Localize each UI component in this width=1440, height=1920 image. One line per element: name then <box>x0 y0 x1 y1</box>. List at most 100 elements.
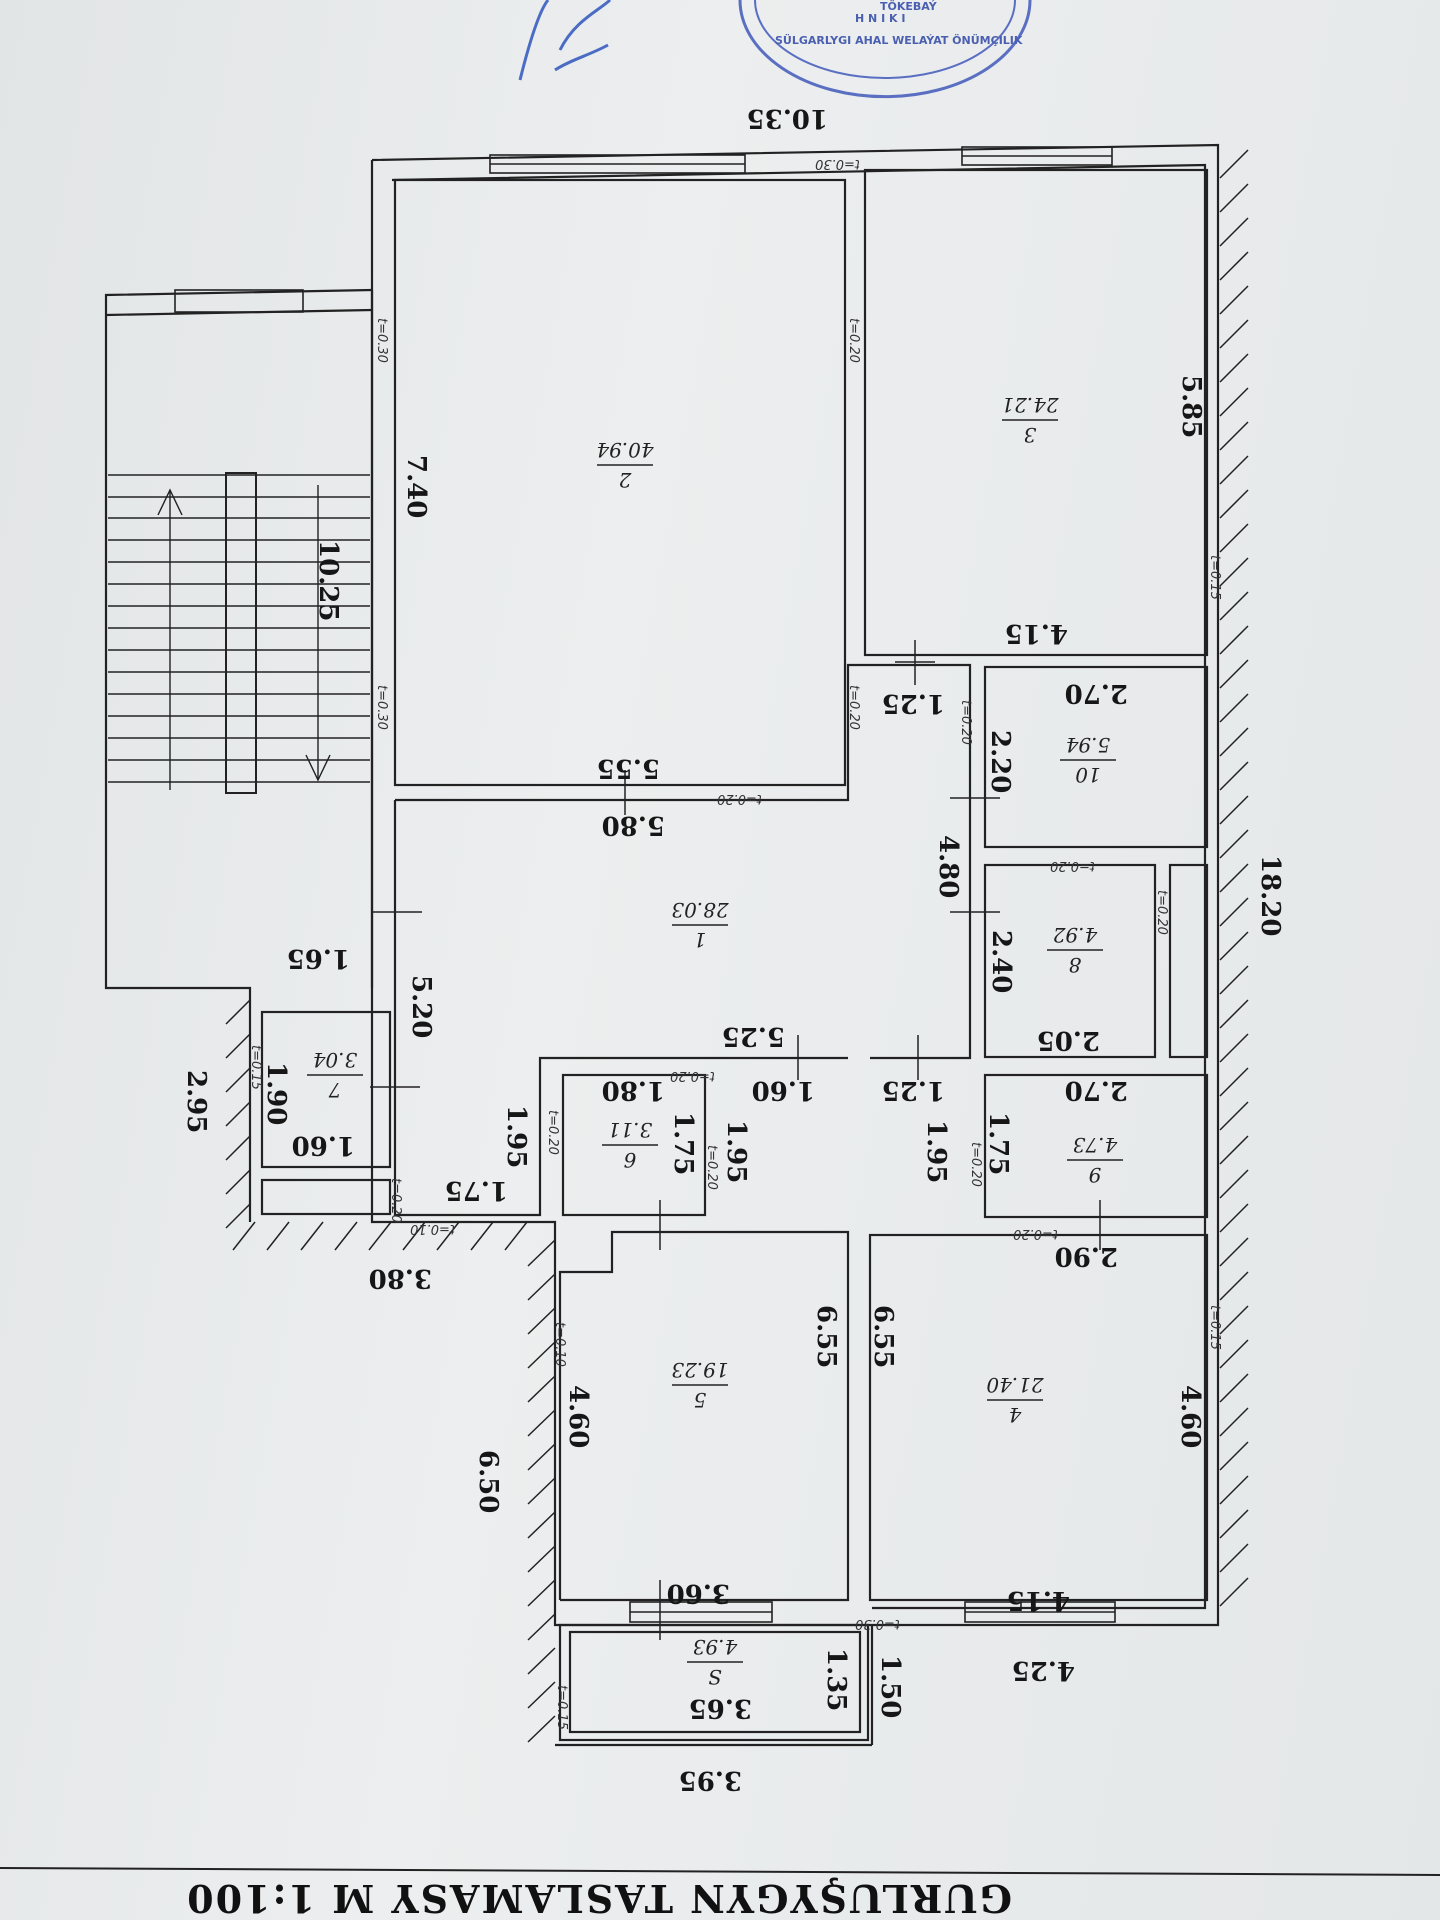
hatch-stroke <box>1219 1475 1249 1505</box>
room-number: 1 <box>694 928 707 952</box>
exterior-hatching <box>225 149 1249 1743</box>
thick-w3: t=0.30 <box>374 685 389 730</box>
hatch-stroke <box>1219 829 1249 859</box>
hatch-stroke <box>1219 1543 1249 1573</box>
hatch-stroke <box>1219 1339 1249 1369</box>
hatch-stroke <box>1219 285 1249 315</box>
room-number: 10 <box>1075 763 1101 787</box>
hatch-stroke <box>225 1135 251 1161</box>
hatch-stroke <box>225 999 251 1025</box>
hatch-stroke <box>266 1221 290 1251</box>
dim-overall-width: 10.35 <box>747 103 828 133</box>
dim-r9-length: 1.75 <box>983 1112 1013 1175</box>
hatch-stroke <box>527 1545 556 1573</box>
room-area: 3.11 <box>608 1118 653 1142</box>
hatch-stroke <box>1219 1033 1249 1063</box>
hatch-stroke <box>527 1715 556 1743</box>
room-area: 19.23 <box>671 1358 728 1382</box>
hatch-stroke <box>1219 1441 1249 1471</box>
room-area: 24.21 <box>1001 393 1059 417</box>
dim-r3-width: 4.15 <box>1005 618 1068 648</box>
windows <box>174 146 1116 1623</box>
hatch-stroke <box>1219 727 1249 757</box>
dim-r6-width: 1.80 <box>602 1075 665 1105</box>
stamp-seal: SÜLGARLYGI AHAL WELAÝAT ÖNÜMÇILIK H N I … <box>738 0 1032 99</box>
hatch-stroke <box>527 1341 556 1369</box>
thick-w17: t=0.10 <box>552 1322 567 1367</box>
stamp-text-mid: H N I K I <box>855 12 905 25</box>
hatch-stroke <box>1219 591 1249 621</box>
dim-entry-width: 1.75 <box>445 1175 508 1205</box>
dim-balcony-inner: 1.35 <box>821 1648 851 1711</box>
hatch-stroke <box>1219 149 1249 179</box>
title-rule <box>0 1867 1440 1876</box>
thick-w16: t=0.10 <box>410 1221 455 1236</box>
thick-w19: t=0.20 <box>968 1142 983 1187</box>
hatch-stroke <box>1219 455 1249 485</box>
dim-hall-bottom: 5.25 <box>722 1021 785 1051</box>
dim-r5-length: 6.55 <box>811 1305 841 1368</box>
hatch-stroke <box>334 1221 358 1251</box>
room-label-6: 63.11 <box>602 1118 658 1172</box>
hatch-stroke <box>1219 1305 1249 1335</box>
dim-wing-total: 2.95 <box>181 1070 211 1133</box>
room-number: 8 <box>1069 953 1082 977</box>
hatch-stroke <box>232 1221 256 1251</box>
room-number: 2 <box>619 468 633 492</box>
room-area: 3.04 <box>313 1048 358 1072</box>
dim-r2-length: 7.40 <box>401 455 431 518</box>
hatch-stroke <box>1219 999 1249 1029</box>
hatch-stroke <box>527 1579 556 1607</box>
hatch-stroke <box>527 1511 556 1539</box>
hatch-stroke <box>527 1239 556 1267</box>
hatch-stroke <box>1219 1373 1249 1403</box>
hatch-stroke <box>1219 1135 1249 1165</box>
dim-r4-top: 2.90 <box>1055 1241 1118 1271</box>
hatch-stroke <box>1219 421 1249 451</box>
hatch-stroke <box>1219 1577 1249 1607</box>
hatch-stroke <box>1219 863 1249 893</box>
thick-w6: t=0.20 <box>717 791 762 806</box>
dim-corridor-width: 5.80 <box>602 810 665 840</box>
thick-w18: t=0.15 <box>1207 1305 1222 1350</box>
dim-r8-width: 2.05 <box>1037 1025 1100 1055</box>
dim-lower-total: 6.50 <box>473 1450 503 1513</box>
plan-title: GURLUŞYGYN TASLAMASY M 1:100 <box>185 1876 1012 1920</box>
hatch-stroke <box>527 1307 556 1335</box>
hatch-stroke <box>1219 217 1249 247</box>
dim-r6-side: 1.95 <box>721 1120 751 1183</box>
hatch-stroke <box>527 1647 556 1675</box>
hatch-stroke <box>1219 1203 1249 1233</box>
hatch-stroke <box>225 1203 251 1229</box>
hatch-stroke <box>1219 489 1249 519</box>
room-label-8: 84.92 <box>1047 923 1103 977</box>
hatch-stroke <box>1219 659 1249 689</box>
hatch-stroke <box>1219 557 1249 587</box>
dim-r6-length: 1.75 <box>668 1112 698 1175</box>
dim-r4-width: 4.60 <box>1175 1385 1205 1448</box>
room-area: 4.93 <box>693 1635 739 1659</box>
room-area: 5.94 <box>1066 733 1111 757</box>
dim-r4-depth: 4.15 <box>1007 1585 1070 1615</box>
hatch-stroke <box>1219 319 1249 349</box>
hatch-stroke <box>225 1101 251 1127</box>
hatch-stroke <box>1219 353 1249 383</box>
hatch-stroke <box>368 1221 392 1251</box>
room-label-4: 421.40 <box>986 1373 1045 1427</box>
hatch-stroke <box>527 1681 556 1709</box>
door-markers <box>370 640 1101 1640</box>
wall-thickness-labels: t=0.30 t=0.30 t=0.30 t=0.20 t=0.20 t=0.2… <box>248 156 1222 1730</box>
room-number: 7 <box>328 1078 341 1102</box>
room-number: 3 <box>1024 423 1037 447</box>
thick-w7: t=0.15 <box>1207 555 1222 600</box>
thick-w8: t=0.20 <box>958 700 973 745</box>
room-area: 4.92 <box>1053 923 1099 947</box>
dim-hall-side: 5.20 <box>406 975 436 1038</box>
room-area: 28.03 <box>671 898 729 922</box>
dim-stair-width: 1.65 <box>287 943 350 973</box>
dim-passage-bottom: 1.25 <box>882 1075 945 1105</box>
room-label-9: 94.73 <box>1067 1133 1123 1187</box>
thick-w2: t=0.30 <box>374 318 389 363</box>
dim-lower-offset: 3.80 <box>369 1263 432 1293</box>
dim-r2-width: 5.55 <box>597 753 660 783</box>
